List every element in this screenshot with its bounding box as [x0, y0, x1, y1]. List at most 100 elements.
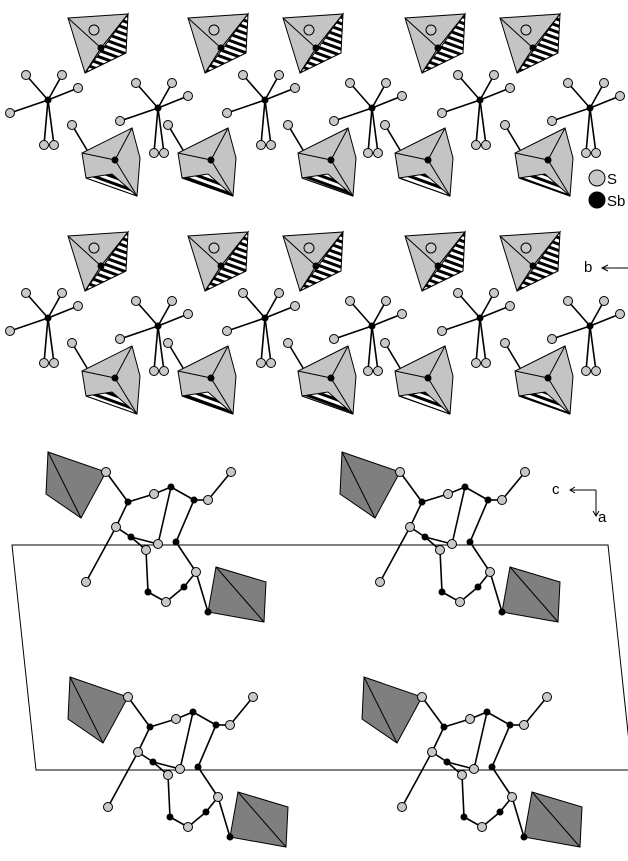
s-atom	[88, 242, 100, 254]
sb-atom	[202, 808, 210, 816]
sb-atom	[434, 262, 442, 270]
polyhedron-edge	[220, 231, 249, 267]
s-atom	[21, 70, 31, 80]
bond	[264, 305, 296, 319]
sb-atom	[484, 496, 492, 504]
polyhedron-face-hatched	[299, 230, 344, 292]
s-atom	[581, 148, 591, 158]
sb-atom	[146, 723, 154, 731]
s-atom	[363, 366, 373, 376]
sb-atom	[127, 533, 135, 541]
polyhedron-edge	[299, 47, 317, 74]
s-atom	[481, 358, 491, 368]
bond	[135, 82, 159, 109]
bond	[179, 711, 194, 770]
bond	[473, 711, 488, 770]
s-atom	[500, 338, 510, 348]
sb-atom	[418, 498, 426, 506]
s-atom	[208, 24, 220, 36]
polyhedron-edge	[532, 13, 561, 49]
sb-atom	[434, 44, 442, 52]
packing-unit	[67, 676, 289, 848]
s-atom	[395, 467, 405, 477]
s-atom	[49, 140, 59, 150]
s-atom	[111, 522, 121, 532]
polyhedron-edge	[47, 451, 82, 519]
bond	[333, 107, 373, 122]
s-atom	[163, 770, 173, 780]
legend-sb-label: Sb	[607, 193, 625, 210]
s-atom	[303, 24, 315, 36]
polyhedron-edge	[499, 17, 534, 49]
polyhedron-face-hatched	[181, 391, 234, 415]
bond	[105, 471, 129, 503]
s-atom	[49, 358, 59, 368]
polyhedron-face-hatched	[181, 173, 234, 197]
s-atom	[39, 358, 49, 368]
polyhedron-edge	[210, 127, 229, 161]
bond	[226, 317, 266, 332]
sb-atom	[217, 44, 225, 52]
polyhedron-edge	[67, 235, 102, 267]
s-atom	[505, 301, 515, 311]
s-atom	[67, 120, 77, 130]
packing-unit	[361, 676, 583, 848]
polyhedron-edge	[84, 265, 102, 292]
s-atom	[226, 467, 236, 477]
polyhedron-edge	[394, 152, 429, 161]
bond	[371, 95, 403, 109]
sb-atom	[460, 813, 468, 821]
polyhedron-edge	[330, 127, 349, 161]
bond	[242, 74, 266, 101]
s-atom	[213, 792, 223, 802]
bond	[9, 317, 49, 332]
polyhedron-edge	[499, 235, 534, 267]
s-atom	[520, 24, 532, 36]
s-atom	[191, 567, 201, 577]
polyhedron-face-hatched	[85, 391, 138, 415]
bond	[85, 526, 117, 583]
s-atom	[373, 366, 383, 376]
sb-atom	[421, 533, 429, 541]
bond	[489, 571, 503, 613]
sb-atom	[544, 374, 552, 382]
polyhedron-edge	[282, 17, 317, 49]
bond	[192, 711, 217, 726]
sb-atom	[166, 813, 174, 821]
s-atom	[171, 714, 181, 724]
bond	[197, 766, 219, 798]
polyhedron-edge	[299, 265, 317, 292]
bond	[119, 107, 159, 122]
axis-b-arrowhead	[600, 264, 609, 272]
polyhedron-edge	[204, 265, 222, 292]
bond	[157, 313, 189, 327]
bond	[167, 774, 171, 818]
polyhedron-face-hatched	[84, 12, 129, 74]
s-atom	[563, 296, 573, 306]
sb-atom	[312, 44, 320, 52]
s-atom	[329, 334, 339, 344]
bond	[441, 99, 481, 114]
s-atom	[225, 720, 235, 730]
s-atom	[203, 495, 213, 505]
sb-atom	[327, 374, 335, 382]
s-atom	[183, 91, 193, 101]
s-atom	[489, 70, 499, 80]
polyhedron-face-hatched	[518, 391, 571, 415]
sb-atom	[466, 538, 474, 546]
bond	[475, 317, 481, 364]
polyhedron-face-hatched	[299, 12, 344, 74]
bond	[264, 99, 272, 146]
bond	[25, 74, 49, 101]
s-atom	[425, 24, 437, 36]
sb-atom	[461, 483, 469, 491]
sb-atom	[204, 608, 212, 616]
sb-atom	[327, 156, 335, 164]
bond	[399, 471, 423, 503]
bond	[242, 292, 266, 319]
s-atom	[437, 326, 447, 336]
bond	[260, 99, 266, 146]
s-atom	[520, 467, 530, 477]
s-atom	[542, 692, 552, 702]
s-atom	[599, 78, 609, 88]
